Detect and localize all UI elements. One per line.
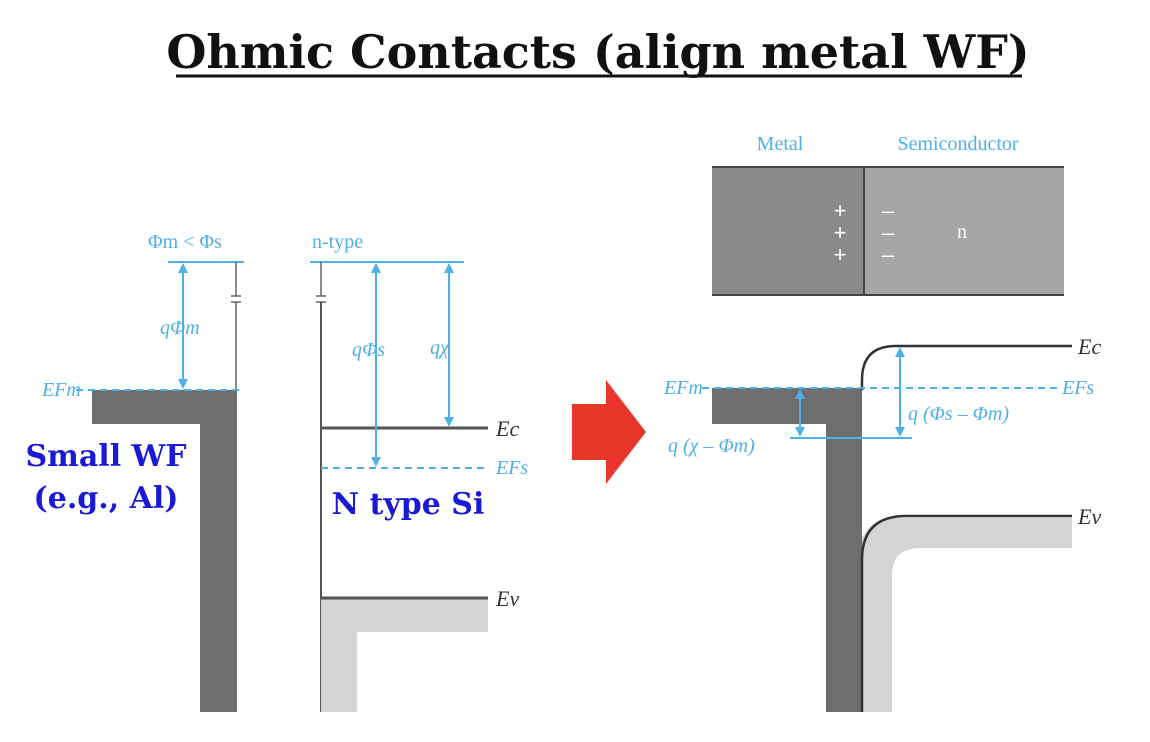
n-doping-label: n — [957, 221, 967, 243]
semi-valence-band — [858, 518, 1072, 712]
semiconductor-type-label: n-type — [312, 231, 363, 253]
minus-sign-2: – — [882, 220, 895, 245]
metal-block — [712, 167, 864, 295]
barrier-label: q (χ – Φm) — [668, 435, 755, 457]
semi-callout: N type Si — [332, 487, 485, 522]
semi-wf-label: qΦs — [352, 339, 385, 361]
efs-label: EFs — [495, 457, 528, 479]
right-arrow-icon — [572, 380, 646, 484]
metal-header: Metal — [757, 133, 804, 155]
plus-sign-1: + — [834, 198, 847, 223]
efm-label: EFm — [41, 379, 81, 401]
band-bend-label: q (Φs – Φm) — [908, 403, 1009, 425]
semiconductor-header: Semiconductor — [897, 133, 1018, 155]
minus-sign-1: – — [882, 198, 895, 223]
metal-band-contact — [712, 388, 862, 712]
ec-label-right: Ec — [1077, 334, 1101, 359]
ev-label: Ev — [495, 586, 519, 611]
right-band-diagram: Metal Semiconductor + + + – – – n EFm EF… — [663, 133, 1101, 712]
efm-label-right: EFm — [663, 377, 703, 399]
ec-curve — [860, 344, 1072, 390]
metal-band — [92, 390, 237, 712]
semiconductor-block — [864, 167, 1064, 295]
left-band-diagram: Φm < Φs n-type EFm qΦm Ec EFs Ev qΦs — [25, 231, 528, 712]
metal-wf-label: qΦm — [160, 317, 200, 339]
metal-callout-line1: Small WF — [25, 439, 186, 474]
ev-curve — [860, 514, 1072, 712]
efs-label-right: EFs — [1061, 377, 1094, 399]
minus-sign-3: – — [882, 242, 895, 267]
ev-label-right: Ev — [1077, 504, 1101, 529]
plus-sign-2: + — [834, 220, 847, 245]
valence-band — [321, 598, 488, 712]
plus-sign-3: + — [834, 242, 847, 267]
page-title: Ohmic Contacts (align metal WF) — [166, 25, 1029, 79]
metal-callout-line2: (e.g., Al) — [34, 481, 179, 516]
affinity-label: qχ — [430, 337, 450, 359]
ec-label: Ec — [495, 416, 519, 441]
metal-condition-label: Φm < Φs — [148, 231, 222, 253]
